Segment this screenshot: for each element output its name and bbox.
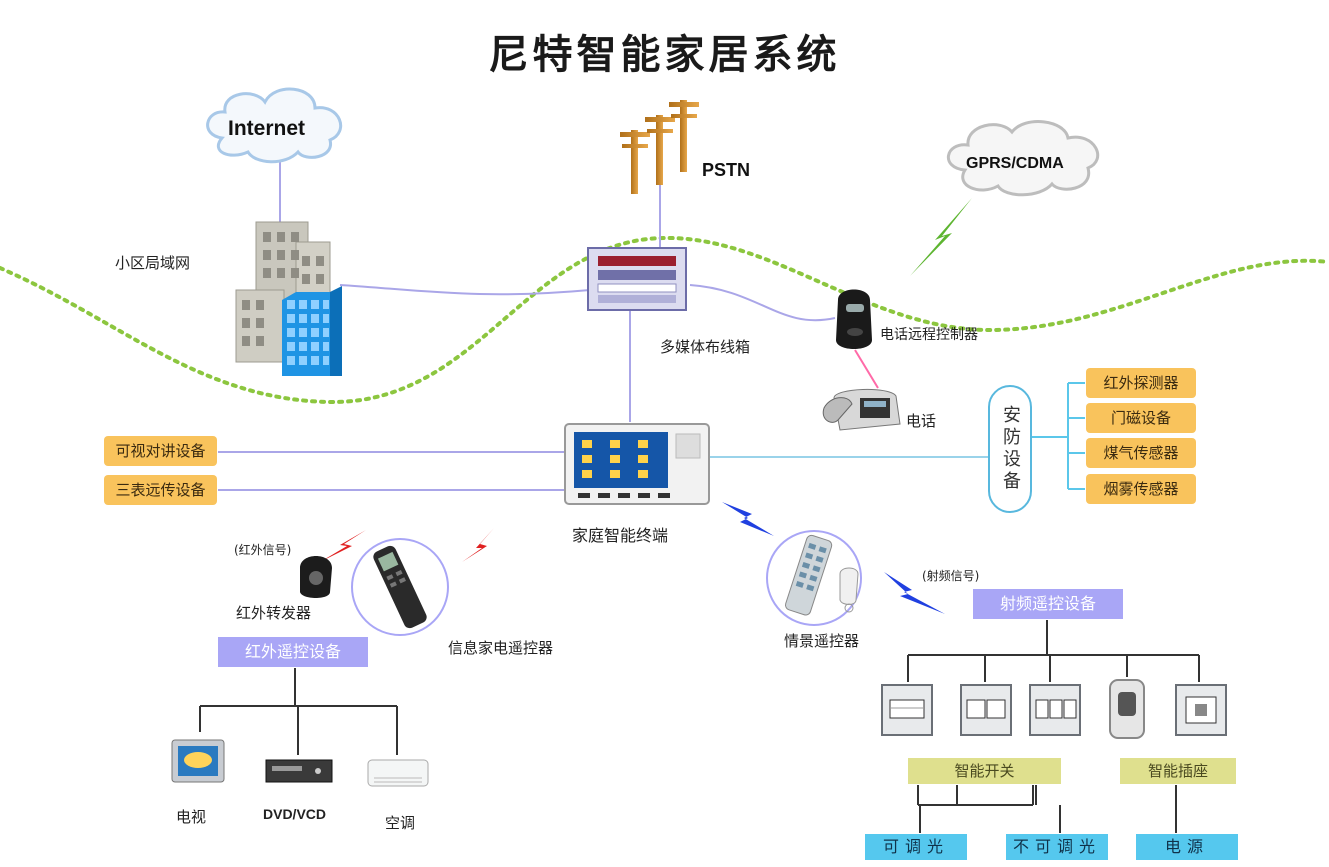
wall-socket-icon	[1175, 684, 1227, 736]
phone-remote-label: 电话远程控制器	[880, 327, 978, 343]
security-equipment-box: 安防设备	[988, 385, 1032, 513]
page-title: 尼特智能家居系统	[488, 32, 841, 78]
ir-repeater-label: 红外转发器	[236, 604, 312, 622]
internet-cloud-icon	[206, 87, 343, 164]
smoke-sensor-box: 烟雾传感器	[1086, 474, 1196, 504]
keyfob-icon	[839, 567, 859, 613]
telephone-icon	[822, 388, 901, 431]
wireless-bolt-blue-icon	[722, 502, 774, 536]
buildings-icon	[235, 221, 342, 376]
telephone-label: 电话	[906, 412, 937, 430]
air-conditioner-icon	[367, 759, 429, 787]
ir-remote-icon	[373, 545, 427, 629]
gprs-label: GPRS/CDMA	[966, 155, 1064, 172]
ir-remote-label: 信息家电遥控器	[448, 639, 554, 657]
intercom-device-box: 可视对讲设备	[104, 436, 217, 466]
infrared-tree	[199, 668, 398, 755]
smart-switch-box: 智能开关	[908, 758, 1061, 784]
switch-icon-2	[960, 684, 1012, 736]
ir-repeater-icon	[300, 556, 332, 598]
dvd-icon	[265, 759, 333, 783]
rf-tree	[907, 620, 1200, 833]
power-box: 电源	[1136, 834, 1238, 860]
internet-label: Internet	[228, 117, 306, 140]
pstn-label: PSTN	[702, 160, 751, 180]
switch-icon-3	[1029, 684, 1081, 736]
line-lan	[339, 284, 591, 296]
community-lan-label: 小区局域网	[115, 254, 191, 272]
boundary-wave	[0, 236, 1329, 405]
door-sensor-box: 门磁设备	[1086, 403, 1196, 433]
home-terminal-icon	[564, 423, 710, 505]
media-box-icon	[587, 247, 687, 311]
smart-socket-box: 智能插座	[1120, 758, 1236, 784]
wireless-bolt-red-icon-2	[462, 528, 494, 562]
plug-socket-icon	[1109, 679, 1145, 739]
rf-signal-label: (射频信号)	[922, 569, 980, 583]
ir-remote-devices-box: 红外遥控设备	[218, 637, 368, 667]
tv-label: 电视	[176, 808, 207, 826]
terminal-label: 家庭智能终端	[572, 526, 669, 545]
meter-device-box: 三表远传设备	[104, 475, 217, 505]
rf-remote-devices-box: 射频遥控设备	[973, 589, 1123, 619]
scene-remote-icon	[784, 534, 833, 616]
wireless-bolt-red-icon	[320, 530, 366, 562]
gas-sensor-box: 煤气传感器	[1086, 438, 1196, 468]
line-telephone	[854, 349, 879, 389]
security-connector	[1032, 382, 1085, 490]
pstn-pole-icon	[620, 100, 699, 194]
ir-signal-label: (红外信号)	[234, 543, 292, 557]
line-phone-remote	[689, 284, 836, 322]
non-dimmable-box: 不可调光	[1006, 834, 1108, 860]
dvd-label: DVD/VCD	[263, 806, 327, 822]
wireless-bolt-green-icon	[910, 198, 972, 276]
ir-detector-box: 红外探测器	[1086, 368, 1196, 398]
tv-icon	[171, 739, 225, 783]
scene-remote-label: 情景遥控器	[784, 632, 860, 650]
ac-label: 空调	[385, 814, 416, 832]
phone-remote-controller-icon	[836, 289, 872, 349]
media-box-label: 多媒体布线箱	[660, 338, 751, 356]
gprs-cloud-icon	[946, 120, 1100, 197]
wireless-bolt-blue-icon-2	[884, 572, 945, 614]
dimmable-box: 可调光	[865, 834, 967, 860]
switch-icon-1	[881, 684, 933, 736]
